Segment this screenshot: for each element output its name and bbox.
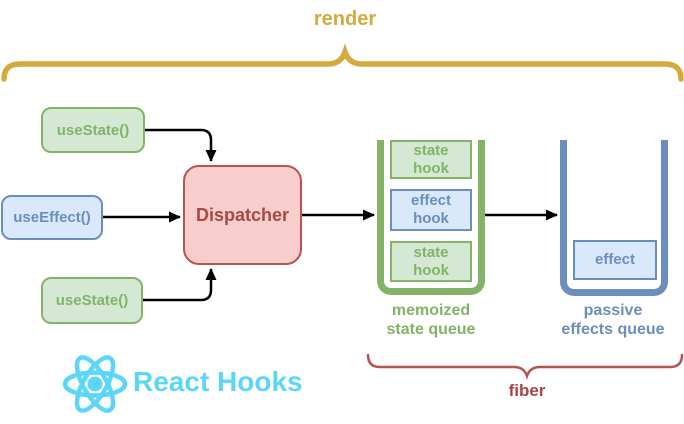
state-hook-box-1: state hook xyxy=(390,140,472,179)
effect-hook-box: effect hook xyxy=(390,189,472,231)
usestate-box-1: useState() xyxy=(41,107,145,153)
react-logo-icon xyxy=(62,355,128,413)
passive-effects-queue-container xyxy=(560,140,668,296)
memoized-state-queue-container xyxy=(377,140,485,295)
effect-box: effect xyxy=(573,240,657,280)
render-label: render xyxy=(313,8,377,30)
usestate-box-2: useState() xyxy=(41,277,143,324)
state-hook-box-2: state hook xyxy=(390,241,472,282)
arrow-usestate2-to-dispatcher xyxy=(142,268,217,302)
dispatcher-box: Dispatcher xyxy=(183,165,302,265)
arrow-usestate1-to-dispatcher xyxy=(145,128,217,162)
passive-effects-queue-label: passive effects queue xyxy=(561,302,665,338)
memoized-state-queue-label: memoized state queue xyxy=(386,302,476,338)
useeffect-box: useEffect() xyxy=(1,195,103,240)
fiber-label: fiber xyxy=(508,381,546,400)
fiber-brace xyxy=(366,353,684,380)
react-hooks-label: React Hooks xyxy=(133,366,303,397)
render-brace xyxy=(1,43,684,82)
